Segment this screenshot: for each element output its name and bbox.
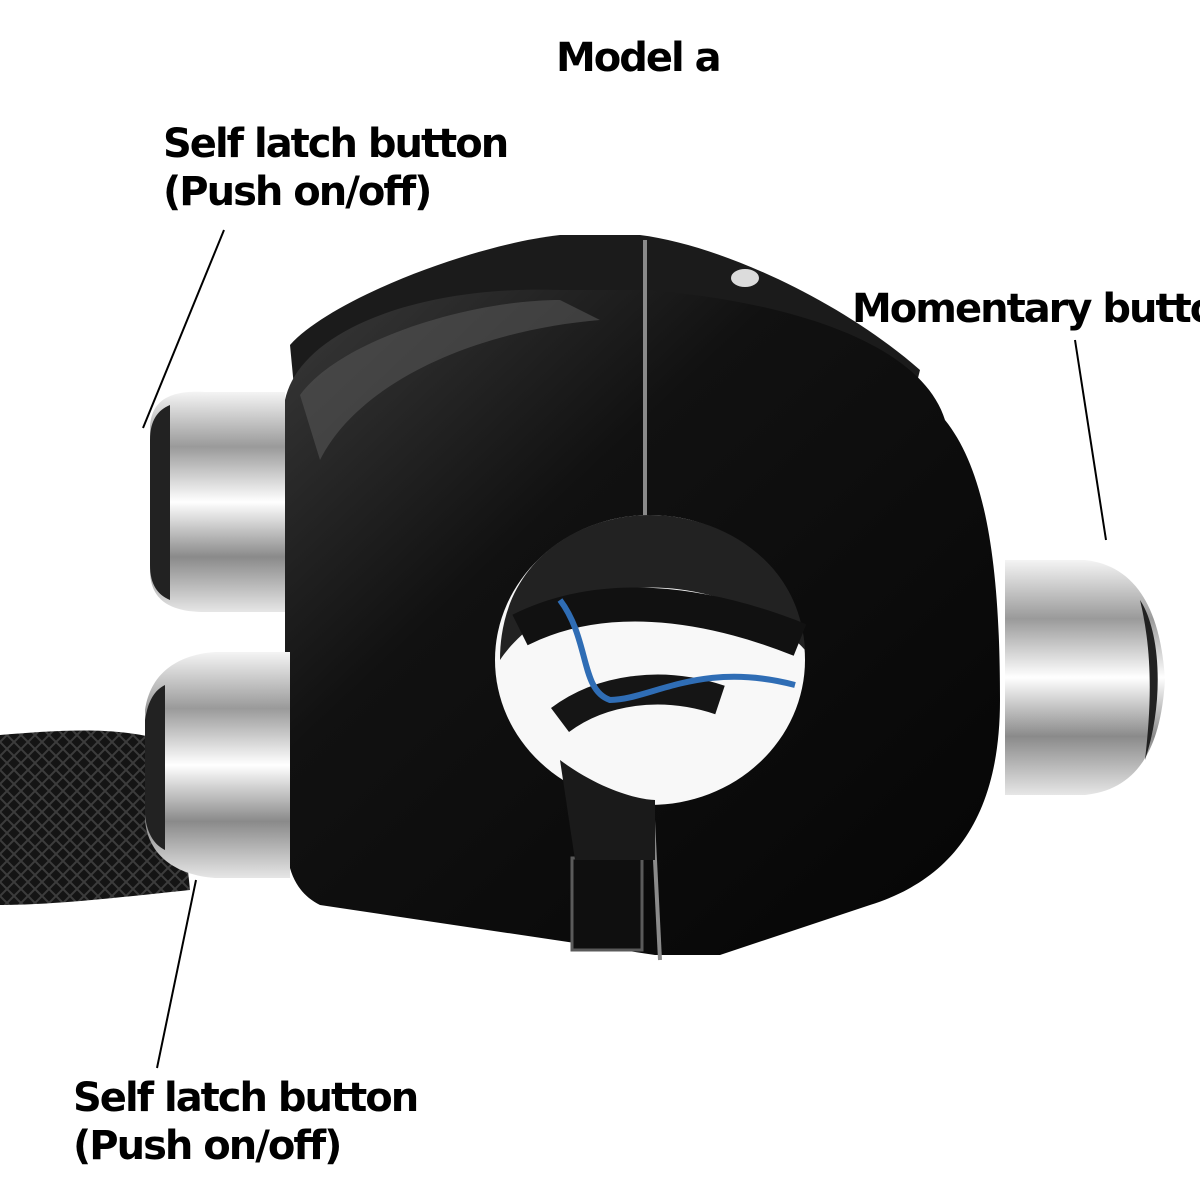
leader-line-bottom-left (156, 879, 197, 1069)
bore-inner-shadow (500, 515, 805, 660)
leader-line-right (1074, 339, 1107, 541)
self-latch-button-bottom[interactable] (145, 652, 290, 878)
model-title: Model a (556, 35, 722, 81)
bore-lower-fill (560, 760, 655, 860)
leader-line-top-left (142, 229, 225, 429)
callout-bottom-left: Self latch button (Push on/off) (73, 1074, 419, 1170)
wire-black (512, 587, 807, 656)
momentary-button[interactable] (1005, 560, 1165, 795)
callout-top-left-line1: Self latch button (163, 121, 509, 167)
braided-cable (0, 730, 190, 905)
callout-bottom-left-line1: Self latch button (73, 1075, 419, 1121)
housing-highlight (300, 300, 600, 460)
mount-slot (570, 856, 644, 952)
callout-bottom-left-line2: (Push on/off) (73, 1123, 342, 1169)
callout-right-line1: Momentary button (852, 286, 1200, 332)
callout-top-left-line2: (Push on/off) (163, 169, 432, 215)
wire-black-2 (551, 674, 725, 733)
self-latch-button-top[interactable] (150, 391, 285, 612)
callout-right: Momentary button (852, 285, 1200, 333)
wire-blue (557, 598, 796, 704)
screw-head (731, 269, 759, 287)
callout-top-left: Self latch button (Push on/off) (163, 120, 509, 216)
